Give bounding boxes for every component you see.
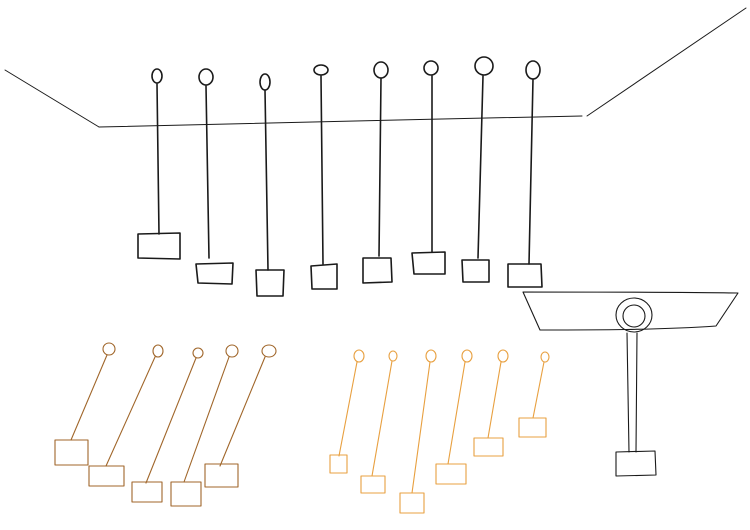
swing-group-orange	[329, 349, 550, 514]
pendant-string	[447, 361, 466, 465]
orange-pendant	[399, 349, 437, 514]
pendant-weight	[360, 475, 386, 494]
pendant-knob	[198, 68, 214, 86]
pendant-string	[411, 361, 431, 494]
pendant-string	[371, 360, 393, 477]
pendant-string	[156, 83, 160, 235]
orange-pendant	[473, 349, 509, 457]
ceiling-lines	[4, 7, 747, 128]
pendant-weight	[204, 463, 239, 488]
lamp-pole	[626, 332, 638, 453]
orange-pendant	[329, 349, 365, 474]
pendant-weight	[435, 463, 467, 485]
pendant-weight	[310, 263, 338, 290]
brown-pendant	[170, 344, 239, 507]
pendant-knob	[192, 347, 204, 359]
pendant-knob	[425, 349, 437, 363]
pendant-string	[477, 75, 484, 259]
brown-pendant	[54, 342, 116, 466]
pendant-string	[264, 89, 269, 271]
lamp-ring-outer	[615, 297, 653, 333]
pendant-knob	[474, 56, 494, 76]
pendant-weight	[255, 269, 285, 297]
pendant-weight	[411, 251, 446, 275]
black-pendant	[507, 60, 543, 288]
black-pendant	[310, 64, 338, 290]
lamp-fixture	[522, 291, 739, 477]
pendant-string	[183, 356, 230, 483]
pendant-weight	[170, 481, 202, 507]
pendant-string	[205, 85, 210, 259]
brown-pendant	[204, 344, 277, 488]
pendant-weight	[137, 232, 181, 260]
pendant-knob	[225, 344, 239, 358]
ceiling-bar	[98, 115, 583, 128]
lamp-ring-inner	[622, 304, 646, 328]
pendant-weight	[54, 439, 89, 466]
pendant-knob	[423, 60, 439, 76]
pendant-string	[532, 361, 545, 419]
lamp-shade	[522, 291, 739, 331]
pendant-string	[70, 354, 108, 441]
pendant-knob	[525, 60, 541, 80]
pendant-string	[320, 75, 324, 265]
pendant-weight	[461, 259, 490, 283]
black-pendant	[461, 56, 494, 283]
pendant-weight	[473, 437, 504, 457]
pendant-string	[338, 361, 358, 457]
pendant-weight	[131, 481, 163, 503]
black-pendant	[255, 73, 285, 297]
pendant-knob	[461, 349, 473, 363]
pendant-knob	[259, 73, 271, 91]
pendant-weight	[399, 492, 425, 514]
orange-pendant	[435, 349, 473, 485]
ceiling-right-diagonal	[586, 7, 747, 117]
pendant-string	[105, 356, 156, 467]
pendant-weight	[195, 262, 234, 285]
orange-pendant	[518, 351, 550, 438]
pendant-weight	[88, 465, 125, 487]
orange-pendant	[360, 350, 398, 494]
pendant-string	[528, 78, 534, 265]
pendant-weight	[507, 263, 543, 288]
brown-pendant	[131, 347, 204, 503]
pendant-string	[378, 77, 382, 257]
black-pendant	[195, 68, 234, 285]
pendant-weight	[518, 417, 547, 438]
black-pendant	[411, 60, 446, 275]
pendant-string	[219, 356, 266, 467]
lamp-base	[615, 450, 657, 477]
pendant-knob	[540, 351, 550, 363]
pendant-knob	[388, 350, 398, 362]
brown-pendant	[88, 344, 164, 487]
pendant-string	[487, 361, 502, 439]
ceiling-left-diagonal	[4, 69, 100, 128]
pendant-knob	[313, 64, 329, 76]
black-pendant	[362, 61, 393, 284]
pendant-knob	[261, 344, 277, 358]
swing-group-brown	[54, 342, 277, 507]
pendant-knob	[373, 61, 389, 79]
pendant-knob	[152, 344, 164, 358]
pendant-weight	[329, 454, 348, 474]
pendant-knob	[102, 342, 116, 356]
pendant-weight	[362, 257, 393, 284]
pendant-string	[145, 357, 197, 484]
pendant-knob	[151, 68, 163, 84]
hanging-row-black	[137, 56, 543, 297]
black-pendant	[137, 68, 181, 260]
pendant-knob	[353, 349, 365, 363]
pendant-knob	[497, 349, 509, 363]
